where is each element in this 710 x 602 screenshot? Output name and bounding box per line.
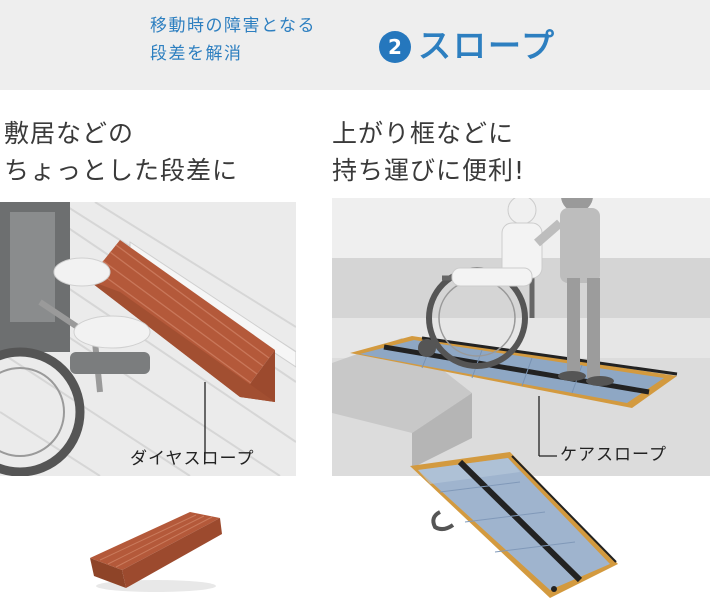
- banner-subtitle-line2: 段差を解消: [150, 44, 243, 64]
- care-slope-label: ケアスロープ: [560, 445, 667, 465]
- header-banner: 移動時の障害となる 段差を解消 2 スロープ: [0, 0, 710, 90]
- diamond-slope-photo: [0, 202, 296, 476]
- right-heading-line1: 上がり框などに: [332, 119, 515, 148]
- care-slope-photo: [332, 198, 710, 476]
- left-heading: 敷居などの ちょっとした段差に: [4, 115, 238, 189]
- banner-subtitle-line1: 移動時の障害となる: [150, 16, 316, 36]
- number-badge: 2: [379, 31, 411, 63]
- wood-slope-illustration: [90, 512, 222, 592]
- care-slope-product: [410, 452, 620, 602]
- caregiver-illustration: [332, 198, 710, 476]
- wheelchair-illustration: [0, 202, 296, 476]
- banner-subtitle: 移動時の障害となる 段差を解消: [150, 12, 370, 68]
- diamond-slope-label: ダイヤスロープ: [130, 449, 255, 469]
- left-heading-line1: 敷居などの: [4, 119, 135, 148]
- folding-ramp-illustration: [410, 452, 618, 598]
- right-heading-line2: 持ち運びに便利!: [332, 156, 526, 185]
- banner-title: スロープ: [418, 26, 557, 65]
- left-heading-line2: ちょっとした段差に: [4, 156, 239, 185]
- diamond-slope-product: [86, 508, 226, 592]
- right-heading: 上がり框などに 持ち運びに便利!: [332, 115, 525, 189]
